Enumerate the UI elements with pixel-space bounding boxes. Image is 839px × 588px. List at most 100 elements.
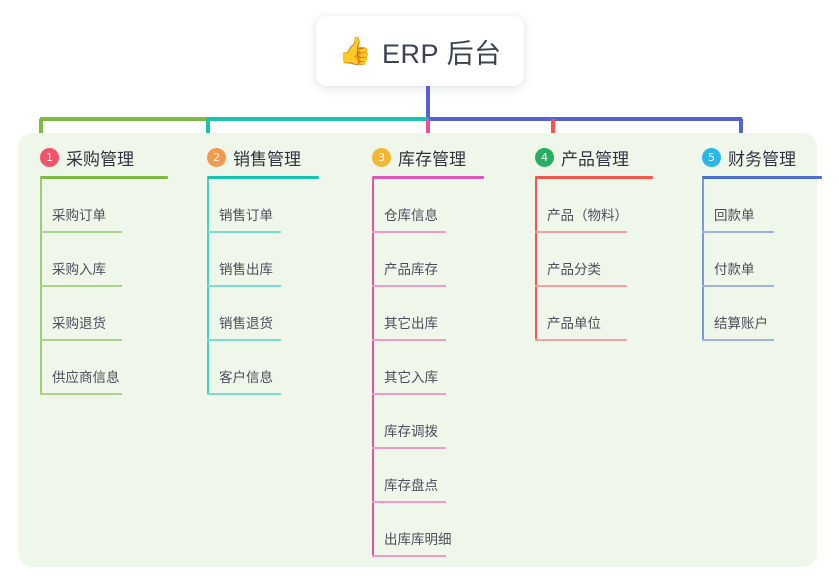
leaf-label: 回款单 [714,208,755,223]
leaf-item[interactable]: 销售订单 [185,179,313,233]
leaf-rule [207,393,281,395]
leaf-rule [207,231,281,233]
leaf-label: 库存盘点 [384,478,438,493]
leaf-rule [535,339,627,341]
leaf-label: 产品单位 [547,316,601,331]
leaf-item[interactable]: 其它入库 [350,341,468,395]
column-header-rule [535,176,653,179]
column-spine [372,179,374,557]
column-4: 4 产品管理产品（物料） 产品分类产品单位 [513,145,653,341]
leaf-item[interactable]: 产品单位 [513,287,641,341]
leaf-item[interactable]: 采购退货 [18,287,168,341]
leaf-label: 销售出库 [219,262,273,277]
leaf-label: 客户信息 [219,370,273,385]
leaf-label: 产品库存 [384,262,438,277]
leaf-label: 采购订单 [52,208,106,223]
leaf-label: 其它出库 [384,316,438,331]
leaf-rule [40,339,122,341]
column-header-rule [207,176,319,179]
leaf-rule [372,339,446,341]
leaf-label: 结算账户 [714,316,768,331]
leaf-item[interactable]: 销售退货 [185,287,313,341]
column-badge-1: 1 [40,147,59,167]
leaf-item[interactable]: 产品库存 [350,233,468,287]
leaf-label: 供应商信息 [52,370,120,385]
leaf-label: 仓库信息 [384,208,438,223]
leaf-item[interactable]: 结算账户 [680,287,800,341]
column-spine [535,179,537,341]
leaf-rule [207,285,281,287]
leaf-item[interactable]: 库存盘点 [350,449,468,503]
leaf-list: 销售订单销售出库销售退货客户信息 [185,179,313,395]
column-title: 库存管理 [398,149,466,169]
column-5: 5 财务管理回款单付款单结算账户 [680,145,822,341]
column-2: 2 销售管理销售订单销售出库销售退货客户信息 [185,145,319,395]
leaf-label: 库存调拨 [384,424,438,439]
column-title: 产品管理 [561,149,629,169]
leaf-list: 回款单付款单结算账户 [680,179,800,341]
leaf-rule [535,231,627,233]
column-badge-2: 2 [207,147,226,167]
leaf-item[interactable]: 回款单 [680,179,800,233]
leaf-rule [40,231,122,233]
title-card: 👍 ERP 后台 [316,16,524,86]
diagram-panel [18,133,817,567]
column-badge-5: 5 [702,147,721,167]
leaf-item[interactable]: 客户信息 [185,341,313,395]
column-header-4[interactable]: 4 产品管理 [513,145,641,169]
column-header-rule [702,176,822,179]
leaf-label: 出库库明细 [384,532,452,547]
page-title: ERP 后台 [382,38,502,69]
leaf-label: 付款单 [714,262,755,277]
leaf-rule [372,501,446,503]
leaf-item[interactable]: 供应商信息 [18,341,168,395]
leaf-rule [372,447,446,449]
leaf-label: 销售订单 [219,208,273,223]
leaf-item[interactable]: 采购订单 [18,179,168,233]
leaf-rule [702,231,774,233]
leaf-rule [372,285,446,287]
leaf-label: 采购退货 [52,316,106,331]
leaf-label: 销售退货 [219,316,273,331]
leaf-rule [372,231,446,233]
leaf-list: 产品（物料） 产品分类产品单位 [513,179,641,341]
leaf-label: 产品分类 [547,262,601,277]
leaf-item[interactable]: 仓库信息 [350,179,468,233]
column-title: 财务管理 [728,149,796,169]
column-badge-4: 4 [535,147,554,167]
leaf-list: 仓库信息产品库存其它出库其它入库库存调拨库存盘点出库库明细 [350,179,468,557]
leaf-rule [702,285,774,287]
column-spine [207,179,209,395]
leaf-rule [40,285,122,287]
thumbs-up-icon: 👍 [338,35,373,66]
leaf-item[interactable]: 产品（物料） [513,179,641,233]
leaf-rule [702,339,774,341]
leaf-rule [207,339,281,341]
leaf-item[interactable]: 销售出库 [185,233,313,287]
column-header-5[interactable]: 5 财务管理 [680,145,800,169]
leaf-rule [40,393,122,395]
column-header-rule [372,176,484,179]
leaf-item[interactable]: 库存调拨 [350,395,468,449]
leaf-item[interactable]: 采购入库 [18,233,168,287]
leaf-label: 采购入库 [52,262,106,277]
leaf-list: 采购订单采购入库采购退货供应商信息 [18,179,168,395]
leaf-item[interactable]: 付款单 [680,233,800,287]
leaf-item[interactable]: 出库库明细 [350,503,468,557]
leaf-label: 产品（物料） [547,208,628,223]
column-header-rule [40,176,168,179]
leaf-item[interactable]: 产品分类 [513,233,641,287]
leaf-label: 其它入库 [384,370,438,385]
leaf-rule [535,285,627,287]
leaf-item[interactable]: 其它出库 [350,287,468,341]
leaf-rule [372,555,446,557]
column-title: 销售管理 [233,149,301,169]
column-badge-3: 3 [372,147,391,167]
column-3: 3 库存管理仓库信息产品库存其它出库其它入库库存调拨库存盘点出库库明细 [350,145,484,557]
column-spine [40,179,42,395]
leaf-rule [372,393,446,395]
column-header-3[interactable]: 3 库存管理 [350,145,468,169]
column-header-2[interactable]: 2 销售管理 [185,145,313,169]
